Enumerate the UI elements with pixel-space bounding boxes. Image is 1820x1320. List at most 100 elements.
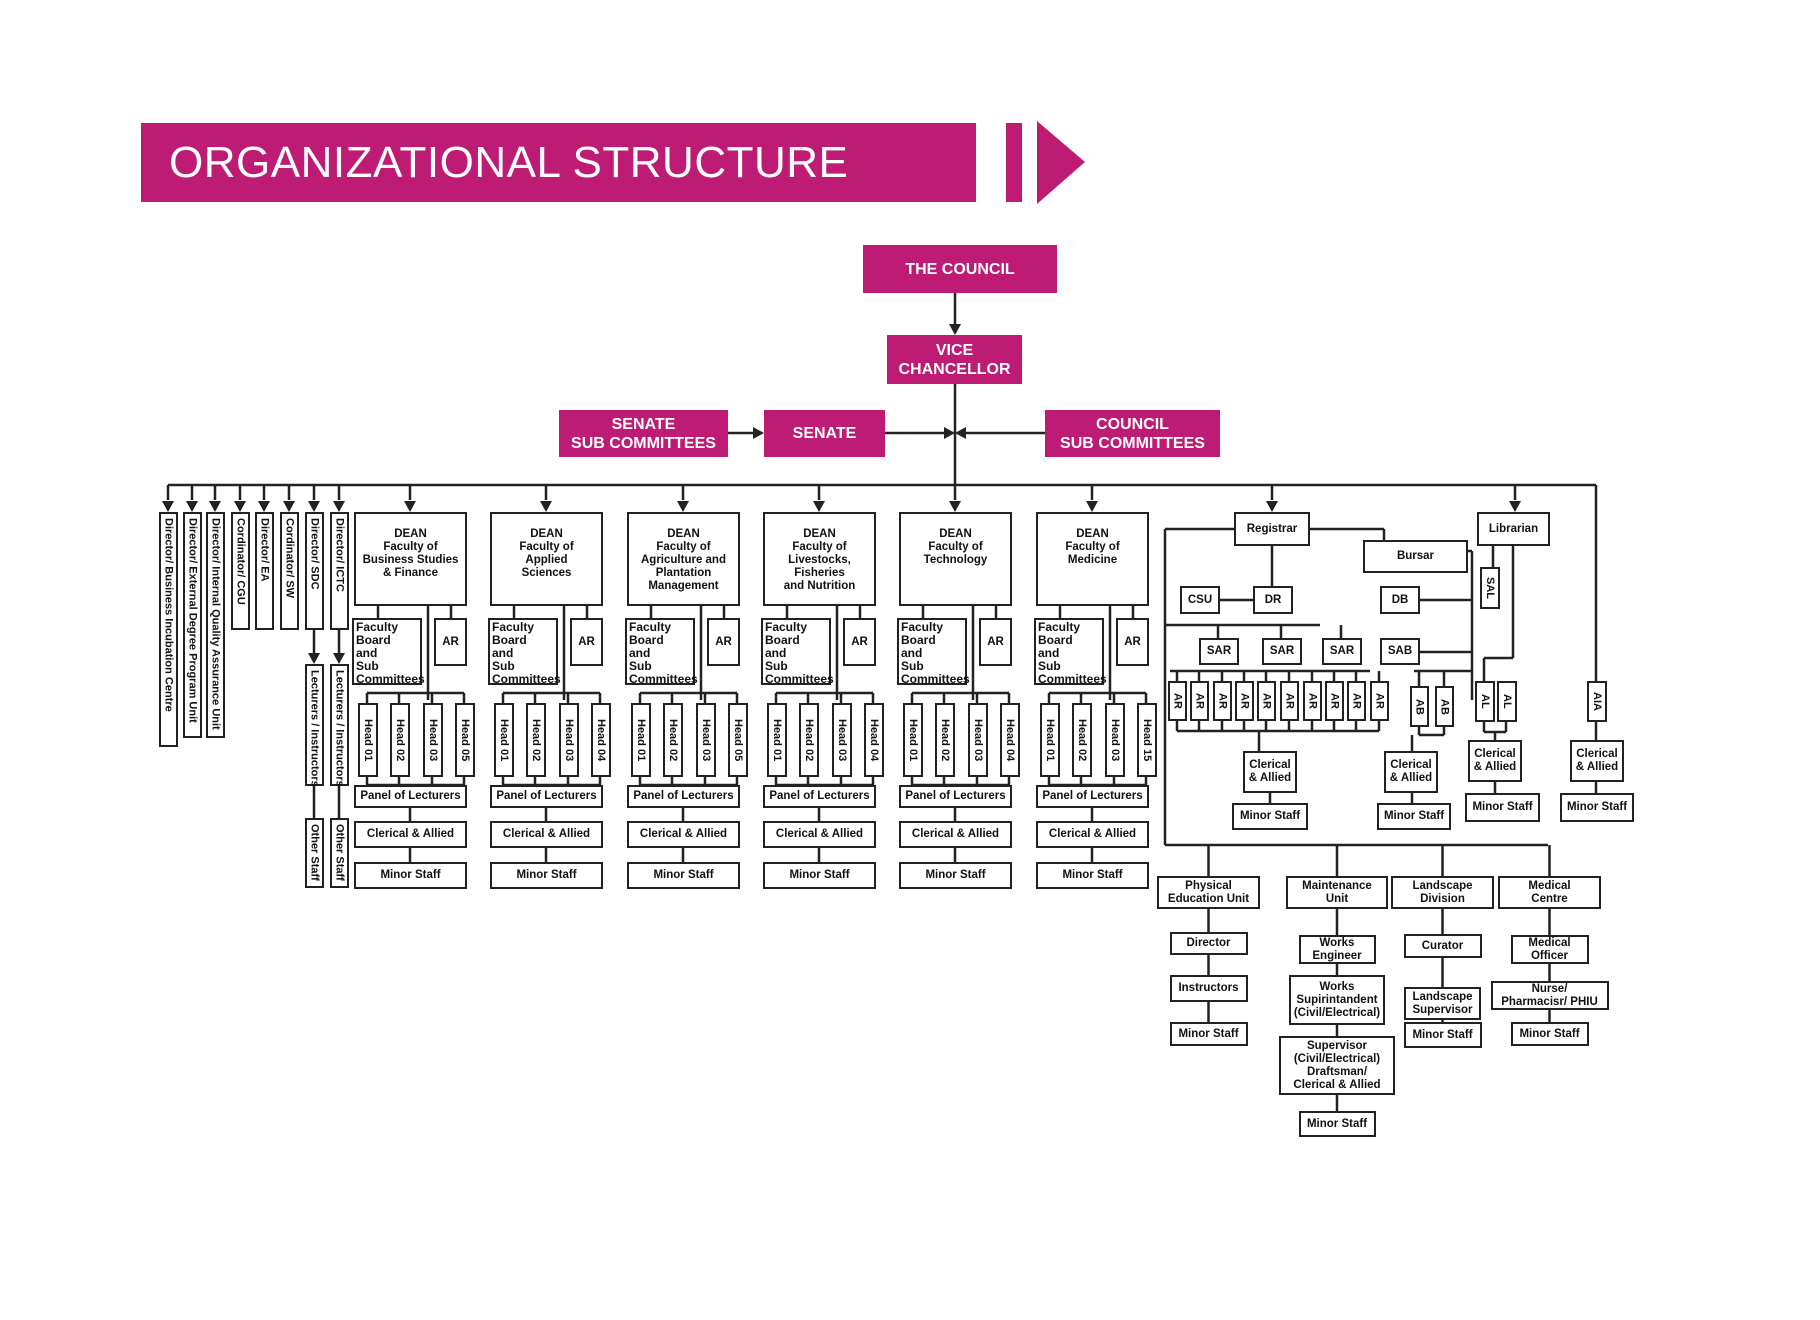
head-box: Head 03 [1105, 703, 1125, 777]
head-box: Head 01 [494, 703, 514, 777]
other-staff-box-label: Other Staff [308, 824, 321, 881]
librarian-minor-box-label: Minor Staff [1472, 801, 1533, 813]
unit-chain-box-label: Works Supirintandent (Civil/Electrical) [1293, 980, 1381, 1019]
sab-box: SAB [1380, 638, 1420, 665]
ab-box: AB [1435, 686, 1454, 727]
head-box-label: Head 15 [1141, 718, 1153, 762]
unit-chain-box: Nurse/ Pharmacisr/ PHIU [1490, 981, 1609, 1010]
head-box: Head 03 [968, 703, 988, 777]
clerical-allied-box: Clerical & Allied [490, 821, 603, 848]
other-staff-box: Other Staff [305, 818, 324, 888]
arrow-down-icon [949, 324, 961, 335]
dean-box: DEAN Faculty of Agriculture and Plantati… [627, 512, 740, 606]
clerical-allied-box: Clerical & Allied [1036, 821, 1149, 848]
aia-minor-box-label: Minor Staff [1566, 801, 1628, 813]
unit-chain-box-label: Nurse/ Pharmacisr/ PHIU [1501, 982, 1598, 1008]
director-box-label: Director/ Internal Quality Assurance Uni… [209, 518, 222, 730]
aia-clerical-box: Clerical & Allied [1570, 740, 1624, 782]
head-box: Head 05 [728, 703, 748, 777]
head-box: Head 01 [631, 703, 651, 777]
registrar-box: Registrar [1234, 512, 1310, 546]
aia-minor-box: Minor Staff [1560, 793, 1634, 822]
unit-box: Maintenance Unit [1286, 876, 1388, 909]
head-box: Head 03 [423, 703, 443, 777]
dr-box: DR [1253, 586, 1293, 614]
head-box: Head 02 [935, 703, 955, 777]
head-box-label: Head 02 [939, 718, 951, 762]
director-box-label: Cordinator/ SW [283, 518, 296, 599]
panel-of-lecturers-box-label: Panel of Lecturers [360, 790, 461, 802]
sar-box: SAR [1262, 638, 1302, 665]
unit-box-label: Physical Education Unit [1167, 879, 1250, 905]
sar-box-label: SAR [1329, 645, 1355, 657]
head-box-label: Head 02 [667, 718, 679, 762]
director-box-label: Director/ SDC [308, 518, 321, 590]
panel-of-lecturers-box-label: Panel of Lecturers [1042, 790, 1143, 802]
arrow-down-icon [404, 501, 416, 512]
sar-box-label: SAR [1206, 645, 1232, 657]
arrow-down-icon [186, 501, 198, 512]
clerical-allied-box-label: Clerical & Allied [366, 828, 455, 840]
unit-chain-box: Minor Staff [1169, 1022, 1248, 1046]
minor-staff-box: Minor Staff [627, 862, 740, 889]
registrar-clerical-box-label: Clerical & Allied [1248, 759, 1292, 784]
registrar-ar-box: AR [1280, 681, 1299, 721]
head-box-label: Head 03 [972, 718, 984, 762]
sal-box-label: SAL [1484, 577, 1496, 599]
arrow-down-icon [949, 501, 961, 512]
registrar-ar-box-label: AR [1350, 693, 1363, 709]
minor-staff-box: Minor Staff [490, 862, 603, 889]
unit-chain-box-label: Medical Officer [1528, 936, 1571, 962]
arrow-down-icon [540, 501, 552, 512]
unit-chain-box: Minor Staff [1510, 1022, 1589, 1046]
director-box-label: Director/ Business Incubation Centre [162, 518, 175, 712]
arrow-down-icon [234, 501, 246, 512]
head-box: Head 03 [696, 703, 716, 777]
faculty-board-box-label: Faculty Board and Sub Committees [356, 620, 425, 686]
ar-box: AR [979, 618, 1012, 666]
vice-chancellor-label: VICE CHANCELLOR [898, 341, 1011, 378]
registrar-ar-box: AR [1347, 681, 1366, 721]
clerical-allied-box-label: Clerical & Allied [775, 828, 864, 840]
arrow-right-icon [944, 427, 955, 439]
db-box: DB [1380, 586, 1420, 614]
arrow-down-icon [283, 501, 295, 512]
unit-chain-box: Works Engineer [1298, 935, 1376, 964]
panel-of-lecturers-box: Panel of Lecturers [1036, 785, 1149, 808]
lecturers-instructors-box-label: Lecturers / Instructors [333, 670, 346, 787]
aia-clerical-box-label: Clerical & Allied [1575, 748, 1619, 773]
panel-of-lecturers-box-label: Panel of Lecturers [905, 790, 1006, 802]
unit-chain-box-label: Director [1186, 937, 1231, 949]
al-box-label: AL [1501, 694, 1513, 709]
registrar-ar-box: AR [1190, 681, 1209, 721]
head-box: Head 05 [455, 703, 475, 777]
head-box-label: Head 01 [635, 718, 647, 762]
registrar-ar-box-label: AR [1260, 693, 1273, 709]
dr-box-label: DR [1264, 593, 1282, 606]
unit-box: Landscape Division [1391, 876, 1494, 909]
ar-box: AR [843, 618, 876, 666]
unit-chain-box-label: Curator [1421, 939, 1464, 952]
bursar-box-label: Bursar [1396, 550, 1435, 562]
panel-of-lecturers-box: Panel of Lecturers [490, 785, 603, 808]
faculty-board-box-label: Faculty Board and Sub Committees [901, 620, 970, 686]
title-banner: ORGANIZATIONAL STRUCTURE [141, 123, 976, 202]
minor-staff-box-label: Minor Staff [1062, 869, 1123, 881]
director-box: Director/ EA [255, 512, 274, 630]
al-box-label: AL [1479, 694, 1491, 709]
head-box-label: Head 01 [362, 718, 374, 762]
bursar-box: Bursar [1363, 540, 1468, 573]
head-box-label: Head 01 [907, 718, 919, 762]
head-box: Head 01 [1040, 703, 1060, 777]
unit-chain-box-label: Landscape Supervisor [1412, 990, 1473, 1016]
unit-chain-box: Curator [1403, 934, 1482, 958]
senate-label: SENATE [792, 425, 857, 442]
arrow-left-icon [955, 427, 966, 439]
senate-sub-committees-box: SENATE SUB COMMITTEES [559, 410, 728, 457]
ar-box-label: AR [578, 635, 595, 648]
dean-box: DEAN Faculty of Business Studies & Finan… [354, 512, 467, 606]
head-box-label: Head 02 [530, 718, 542, 762]
head-box-label: Head 05 [732, 718, 744, 762]
minor-staff-box: Minor Staff [899, 862, 1012, 889]
head-box: Head 03 [559, 703, 579, 777]
